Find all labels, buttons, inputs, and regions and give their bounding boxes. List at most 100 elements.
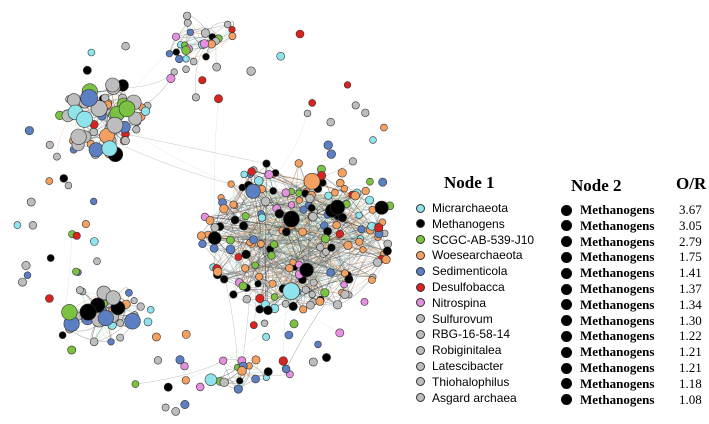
network-node xyxy=(46,254,55,262)
network-edge xyxy=(202,243,240,283)
node1-legend-item: RBG-16-58-14 xyxy=(416,326,510,342)
network-node xyxy=(281,227,291,237)
network-node xyxy=(263,367,273,377)
network-edge xyxy=(246,215,360,289)
network-node xyxy=(254,176,264,186)
network-node xyxy=(186,28,194,36)
network-node xyxy=(199,39,209,49)
network-node xyxy=(225,244,236,255)
network-node xyxy=(105,290,121,306)
network-node xyxy=(251,355,261,365)
network-edge xyxy=(348,207,382,296)
node1-label: RBG-16-58-14 xyxy=(432,327,511,342)
network-node xyxy=(205,216,215,225)
node2-color-swatch xyxy=(561,236,572,248)
node2-label: Methanogens xyxy=(580,375,655,391)
node1-legend-item: Micrarchaeota xyxy=(416,200,508,216)
node2-legend-item: Methanogens xyxy=(561,281,654,297)
network-node xyxy=(170,68,178,76)
network-node xyxy=(264,170,274,180)
network-node xyxy=(303,173,321,190)
network-node xyxy=(214,94,223,104)
node2-legend-item: Methanogens xyxy=(561,360,654,376)
node1-label: Robiginitalea xyxy=(432,343,502,358)
network-node xyxy=(295,29,305,39)
network-edge xyxy=(135,360,224,385)
network-edge xyxy=(243,225,257,326)
network-node xyxy=(262,159,271,168)
network-node xyxy=(183,11,192,20)
node2-color-swatch xyxy=(561,220,572,232)
network-node xyxy=(308,99,317,107)
network-node xyxy=(28,221,38,230)
network-node xyxy=(181,329,191,339)
network-node xyxy=(369,136,377,144)
node1-legend-item: Latescibacter xyxy=(416,358,503,374)
node1-color-swatch xyxy=(416,235,425,245)
network-node xyxy=(90,197,98,205)
network-node xyxy=(76,286,84,295)
network-node xyxy=(289,319,299,329)
network-node xyxy=(337,168,347,178)
network-node xyxy=(180,399,190,409)
network-edge xyxy=(275,172,346,295)
network-node xyxy=(295,189,303,197)
network-node xyxy=(262,332,270,341)
node1-legend-item: Nitrospina xyxy=(416,295,486,311)
network-node xyxy=(180,362,189,371)
node1-legend-item: Robiginitalea xyxy=(416,342,501,358)
network-edge xyxy=(124,126,232,185)
network-node xyxy=(316,243,325,252)
network-node xyxy=(209,244,219,253)
network-node xyxy=(172,48,180,56)
network-node xyxy=(196,382,205,392)
network-node xyxy=(245,183,261,199)
network-node xyxy=(82,65,92,75)
node1-legend-item: Desulfobacca xyxy=(416,279,505,295)
network-node xyxy=(121,41,130,51)
node2-label: Methanogens xyxy=(580,328,655,344)
network-node xyxy=(246,66,256,76)
network-node xyxy=(118,100,136,118)
network-node xyxy=(372,257,382,267)
network-edge xyxy=(222,202,388,245)
network-node xyxy=(70,128,87,145)
network-edge xyxy=(259,233,380,310)
network-node xyxy=(130,297,138,305)
network-node xyxy=(190,57,198,66)
network-node xyxy=(276,51,286,61)
network-node xyxy=(143,317,153,327)
node1-label: Thiohalophilus xyxy=(432,374,510,389)
network-edge xyxy=(185,306,294,381)
network-node xyxy=(106,116,124,134)
network-node xyxy=(228,32,237,41)
network-node xyxy=(335,328,345,338)
network-node xyxy=(257,213,267,222)
network-edge xyxy=(273,190,373,281)
network-node xyxy=(326,117,335,127)
or-value: 1.08 xyxy=(679,391,702,407)
network-node xyxy=(175,54,184,64)
node2-legend-item: Methanogens xyxy=(561,265,654,281)
node1-color-swatch xyxy=(416,203,425,213)
node1-label: SCGC-AB-539-J10 xyxy=(432,232,535,247)
network-edge xyxy=(245,182,309,217)
network-node xyxy=(378,177,388,187)
network-node xyxy=(321,247,330,256)
network-node xyxy=(374,223,384,233)
network-node xyxy=(183,18,192,27)
network-node xyxy=(76,110,93,128)
network-node xyxy=(350,191,360,201)
network-node xyxy=(229,200,238,209)
network-node xyxy=(336,178,345,188)
network-node xyxy=(268,279,277,288)
network-node xyxy=(340,289,350,299)
network-node xyxy=(23,271,32,279)
network-edge xyxy=(214,225,326,239)
node2-label: Methanogens xyxy=(580,281,655,296)
network-node xyxy=(295,196,303,204)
network-node xyxy=(132,125,141,134)
node2-color-swatch xyxy=(561,362,572,374)
network-node xyxy=(24,126,34,136)
network-node xyxy=(163,382,173,392)
